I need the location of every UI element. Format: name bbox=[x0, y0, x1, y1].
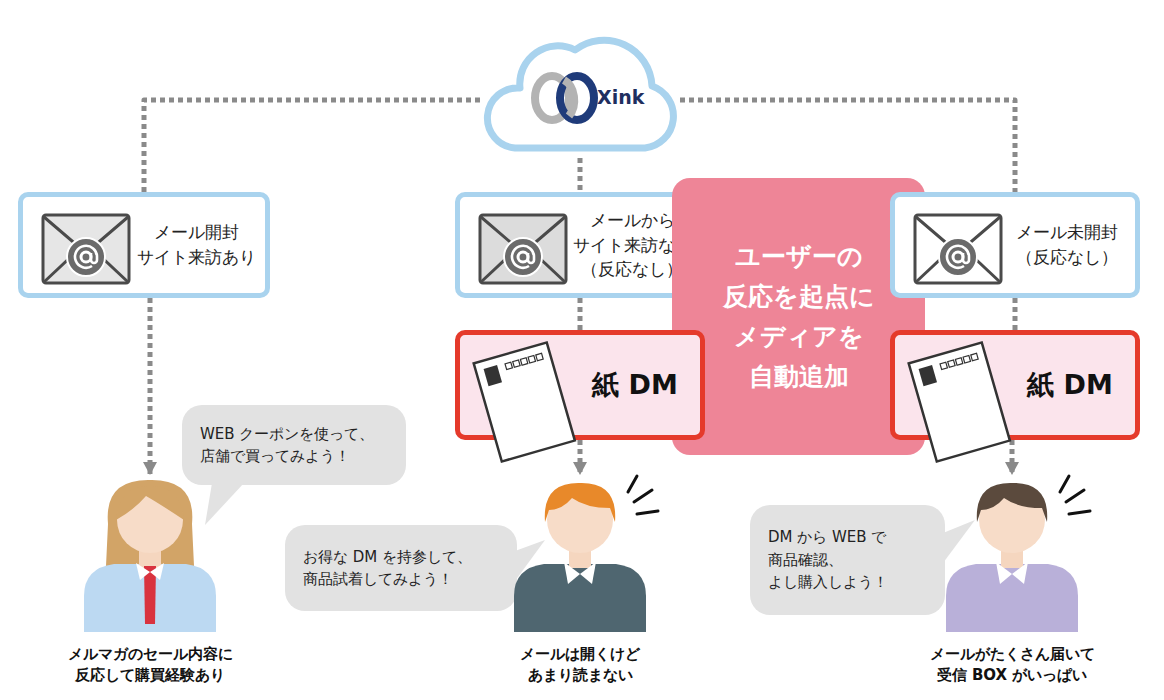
dotted-connector bbox=[578, 440, 583, 474]
bubble-tail bbox=[750, 505, 760, 515]
node-label: 紙 DM bbox=[1027, 367, 1113, 403]
status-box: メール未開封 （反応なし） bbox=[890, 192, 1140, 298]
media-box: 紙 DM bbox=[890, 330, 1140, 440]
dotted-connector bbox=[148, 298, 153, 474]
person-figure bbox=[55, 474, 245, 634]
dotted-connector bbox=[144, 100, 480, 192]
speech-bubble: お得な DM を持参して、 商品試着してみよう！ bbox=[285, 525, 517, 611]
node-label: ユーザーの 反応を起点に メディアを 自動追加 bbox=[714, 237, 884, 397]
node-label: DM から WEB で 商品確認、 よし購入しよう！ bbox=[768, 526, 900, 594]
speech-bubble: DM から WEB で 商品確認、 よし購入しよう！ bbox=[750, 505, 945, 615]
envelope-icon bbox=[41, 213, 133, 287]
media-box: 紙 DM bbox=[455, 330, 705, 440]
person-node: メールがたくさん届いて 受信 BOX がいっぱい bbox=[919, 474, 1105, 696]
node-label: メール未開封 （反応なし） bbox=[1007, 220, 1127, 269]
bubble-tail bbox=[182, 405, 192, 415]
postcard-icon bbox=[464, 339, 584, 469]
status-box: メール開封 サイト来訪あり bbox=[18, 192, 270, 298]
dotted-connector bbox=[1013, 298, 1018, 330]
person-figure bbox=[487, 474, 673, 634]
cloud-shape bbox=[480, 20, 680, 158]
node-label: お得な DM を持参して、 商品試着してみよう！ bbox=[303, 546, 483, 591]
dotted-connector bbox=[1010, 440, 1015, 474]
dotted-connector bbox=[578, 298, 583, 330]
highlight-band: ユーザーの 反応を起点に メディアを 自動追加 bbox=[672, 178, 925, 455]
person-node: メルマガのセール内容に 反応して購買経験あり bbox=[55, 474, 245, 696]
person-figure bbox=[919, 474, 1105, 634]
node-label: メールは開くけど あまり読まない bbox=[487, 644, 673, 686]
node-label: 紙 DM bbox=[592, 367, 678, 403]
node-label: メール開封 サイト来訪あり bbox=[135, 220, 257, 269]
envelope-icon bbox=[913, 213, 1005, 287]
dotted-connector bbox=[578, 158, 583, 192]
envelope-icon bbox=[478, 213, 570, 287]
cloud-node: Xink bbox=[480, 20, 680, 158]
status-box: メールから サイト来訪なし （反応なし） bbox=[455, 192, 705, 298]
node-label: メールがたくさん届いて 受信 BOX がいっぱい bbox=[919, 644, 1105, 686]
postcard-icon bbox=[899, 339, 1019, 469]
node-label: メルマガのセール内容に 反応して購買経験あり bbox=[55, 644, 245, 686]
node-label: WEB クーポンを使って、 店舗で買ってみよう！ bbox=[200, 423, 400, 468]
person-node: メールは開くけど あまり読まない bbox=[487, 474, 673, 696]
node-label: Xink bbox=[597, 86, 644, 108]
bubble-tail bbox=[285, 525, 295, 535]
speech-bubble: WEB クーポンを使って、 店舗で買ってみよう！ bbox=[182, 405, 406, 485]
